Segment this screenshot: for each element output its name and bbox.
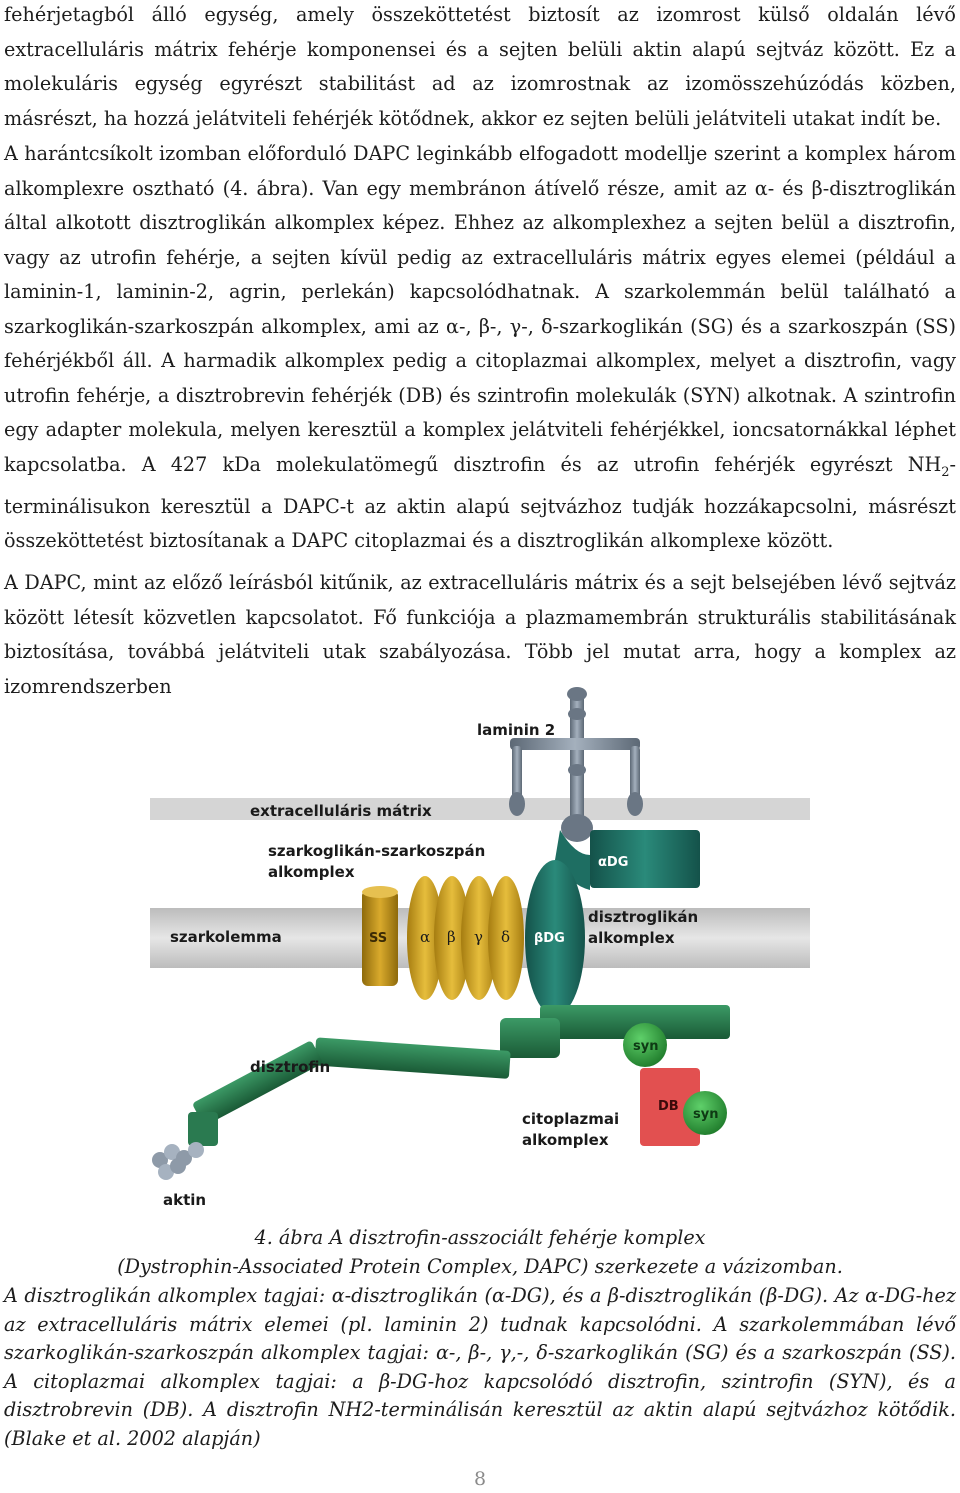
- caption-body: A disztroglikán alkomplex tagjai: α-disz…: [4, 1284, 956, 1450]
- label-sarcolemma: szarkolemma: [170, 928, 282, 946]
- label-ecm: extracelluláris mátrix: [250, 802, 432, 820]
- paragraph-2-text: A harántcsíkolt izomban előforduló DAPC …: [4, 142, 956, 476]
- label-sg-complex-2: alkomplex: [268, 863, 355, 881]
- actin-filament: [152, 1142, 204, 1180]
- label-dystrophin: disztrofin: [250, 1058, 330, 1076]
- label-gamma-sg: γ: [474, 928, 483, 946]
- label-dg-complex-1: disztroglikán: [588, 908, 698, 926]
- label-delta-sg: δ: [501, 928, 510, 946]
- sarcospan-shape: [362, 890, 398, 986]
- paragraph-1: fehérjetagból álló egység, amely összekö…: [4, 3, 956, 130]
- alpha-dg-connector: [555, 830, 590, 890]
- dapc-figure: laminin 2 extracelluláris mátrix szarkog…: [150, 680, 810, 1215]
- dystrobrevin-shape: [640, 1068, 700, 1146]
- dapc-diagram: laminin 2 extracelluláris mátrix szarkog…: [150, 687, 810, 1209]
- paragraph-2: A harántcsíkolt izomban előforduló DAPC …: [4, 137, 956, 559]
- label-ss: SS: [369, 931, 387, 946]
- syntrophin-bottom-shape: [683, 1091, 727, 1135]
- beta-dg-shape: [525, 860, 585, 1016]
- caption-title: 4. ábra A disztrofin-asszociált fehérje …: [254, 1226, 706, 1249]
- alpha-sg-shape: [407, 876, 443, 1000]
- caption-subtitle: (Dystrophin-Associated Protein Complex, …: [117, 1255, 843, 1278]
- label-cyto-2: alkomplex: [522, 1131, 609, 1149]
- label-sg-complex-1: szarkoglikán-szarkoszpán: [268, 842, 485, 860]
- paragraph-3: A DAPC, mint az előző leírásból kitűnik,…: [4, 571, 956, 698]
- beta-sg-shape: [434, 876, 470, 1000]
- subscript-2: 2: [941, 464, 950, 480]
- dystrophin-shape: [188, 1005, 730, 1146]
- ecm-band: [150, 798, 810, 820]
- label-actin: aktin: [163, 1191, 206, 1209]
- gamma-sg-shape: [461, 876, 497, 1000]
- label-syn-top: syn: [633, 1039, 658, 1054]
- label-alpha-sg: α: [420, 928, 430, 946]
- page-number: 8: [473, 1468, 487, 1490]
- label-cyto-1: citoplazmai: [522, 1110, 619, 1128]
- label-beta-sg: β: [447, 928, 456, 946]
- label-bdg: βDG: [534, 931, 565, 946]
- delta-sg-shape: [488, 876, 524, 1000]
- paragraph-2-text-end: -terminálisukon keresztül a DAPC-t az ak…: [4, 452, 956, 553]
- alpha-dg-block: [590, 830, 700, 888]
- label-adg: αDG: [598, 855, 628, 870]
- label-db: DB: [658, 1099, 679, 1114]
- laminin-2-shape: [509, 687, 643, 842]
- label-syn-bottom: syn: [693, 1107, 718, 1122]
- syntrophin-top-shape: [623, 1023, 667, 1067]
- label-dg-complex-2: alkomplex: [588, 929, 675, 947]
- label-laminin: laminin 2: [477, 721, 555, 739]
